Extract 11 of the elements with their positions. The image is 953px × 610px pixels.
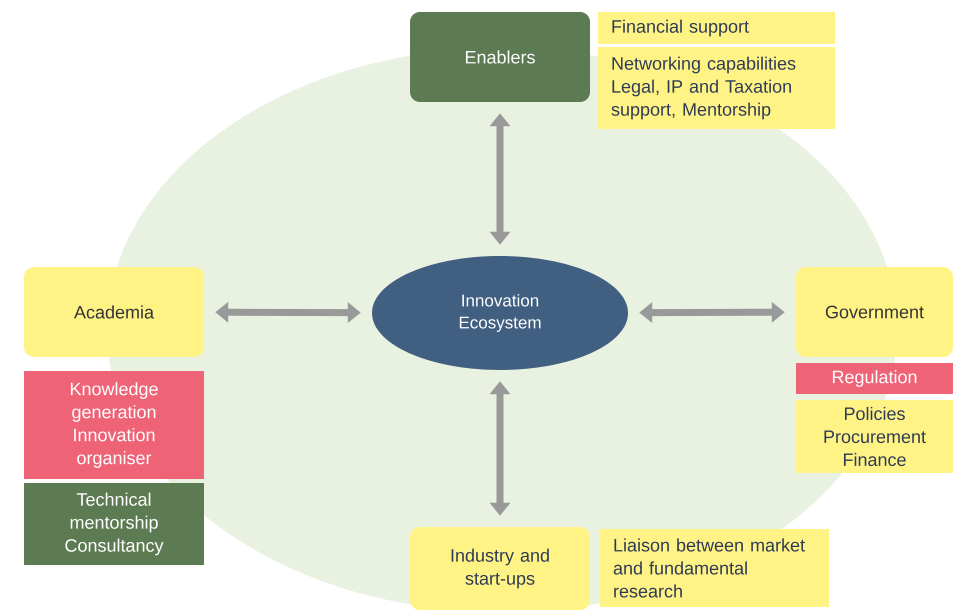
actor-box: Enablers bbox=[410, 12, 590, 102]
note-box: Policies Procurement Finance bbox=[796, 400, 953, 473]
note-box: Knowledge generation Innovation organiser bbox=[24, 371, 204, 479]
note-box: Technical mentorship Consultancy bbox=[24, 483, 204, 565]
actor-box: Academia bbox=[24, 267, 204, 357]
actor-box: Industry and start-ups bbox=[410, 527, 590, 610]
actor-box: Government bbox=[796, 267, 953, 357]
note-box: Networking capabilities Legal, IP and Taxation support, Mentorship bbox=[598, 47, 835, 129]
note-box: Financial support bbox=[598, 12, 835, 44]
note-box: Regulation bbox=[796, 363, 953, 394]
note-box: Liaison between market and fundamental research bbox=[600, 529, 829, 607]
